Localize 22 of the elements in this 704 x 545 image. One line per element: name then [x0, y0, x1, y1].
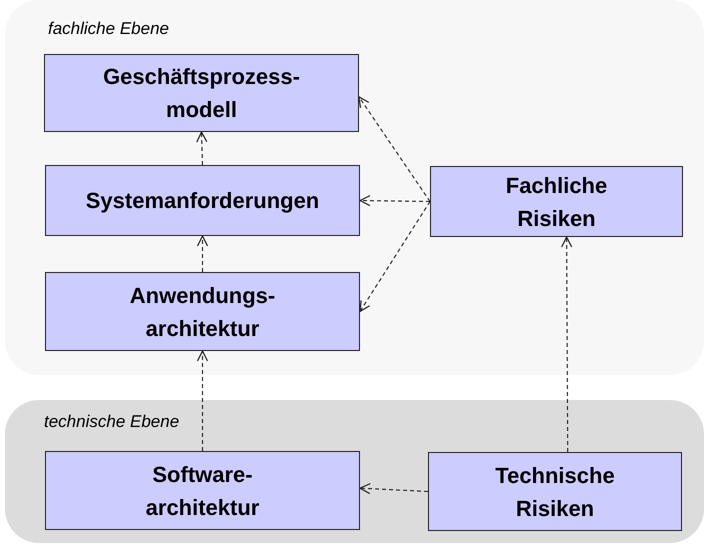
- process-box: [45, 165, 360, 236]
- dependency-arrow: [196, 235, 208, 272]
- dependency-arrow: [196, 131, 208, 166]
- process-box: [430, 166, 683, 237]
- dependency-arrow: [561, 236, 572, 452]
- layer-band: [5, 0, 704, 375]
- box-label: Geschäftsprozess- modell: [102, 63, 301, 124]
- layer-band: [5, 400, 704, 543]
- process-box: [45, 272, 360, 351]
- dependency-arrow: [359, 195, 430, 206]
- box-label: Systemanforderungen: [86, 187, 320, 215]
- dependency-arrow: [359, 483, 428, 494]
- dependency-arrow: [196, 350, 208, 451]
- dependency-arrow: [358, 96, 430, 202]
- box-label: Technische Risiken: [494, 462, 616, 522]
- process-box: [44, 54, 359, 132]
- process-box: [45, 451, 360, 530]
- box-label: Anwendungs- architektur: [128, 282, 276, 342]
- process-box: [428, 452, 682, 531]
- dependency-arrow: [359, 201, 430, 312]
- box-label: Software- architektur: [144, 460, 260, 522]
- box-label: Fachliche Risiken: [504, 172, 608, 232]
